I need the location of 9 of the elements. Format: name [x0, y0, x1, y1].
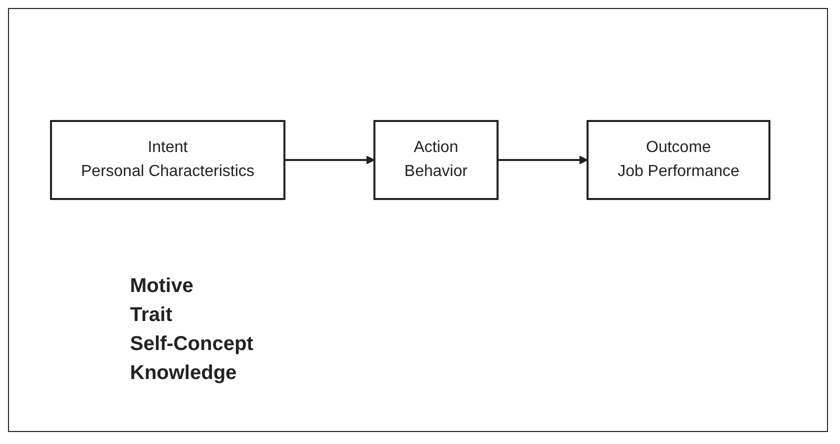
node-box: Intent Personal Characteristics	[50, 120, 286, 200]
arrow	[497, 156, 588, 164]
list-item: Self-Concept	[130, 333, 254, 356]
node-box: Outcome Job Performance	[586, 120, 770, 200]
list-item: Knowledge	[130, 362, 238, 385]
arrow	[284, 156, 375, 164]
list-item: Trait	[130, 304, 174, 327]
node-box: Action Behavior	[373, 120, 498, 200]
list-item: Motive	[130, 275, 194, 298]
